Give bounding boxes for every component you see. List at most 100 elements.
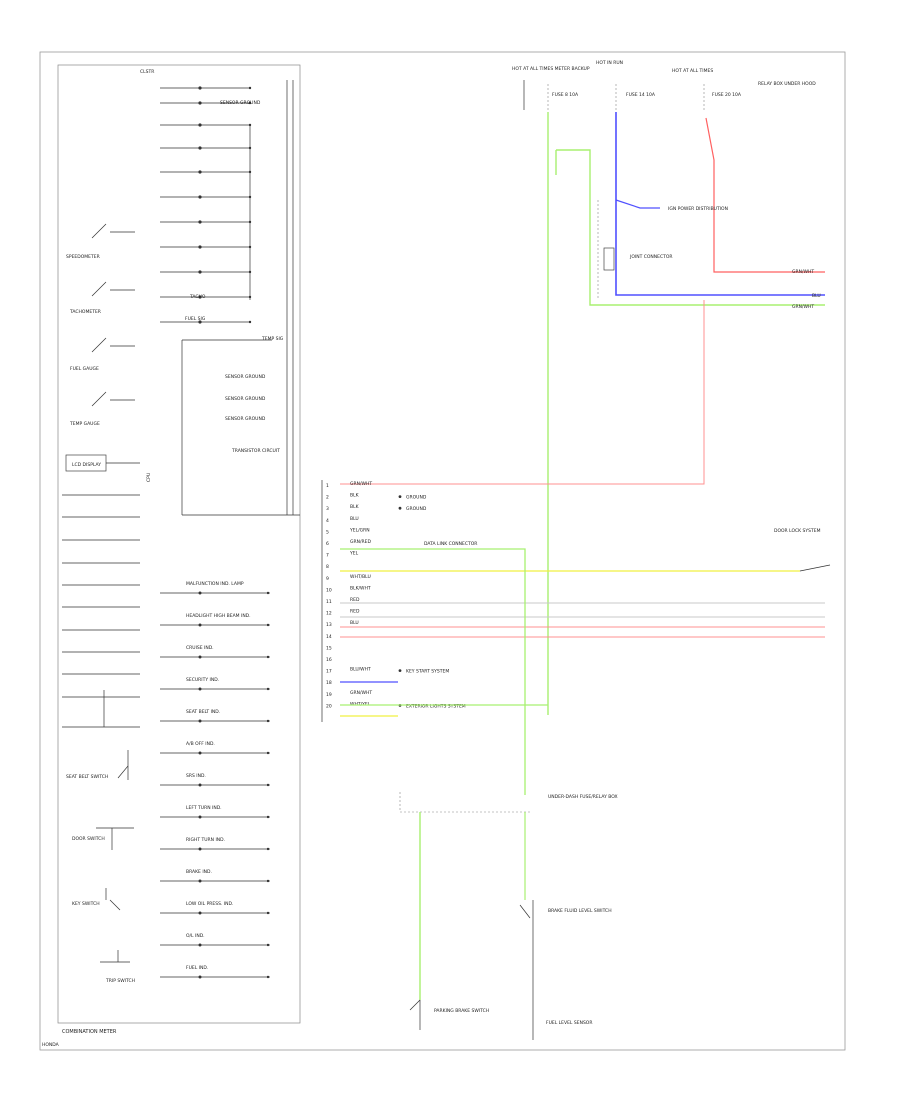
pin-wire-color: GRN/WHT bbox=[350, 690, 372, 696]
meter-rows-upper bbox=[160, 86, 252, 324]
connector-pin: 16 bbox=[326, 657, 332, 663]
pin-wire-color: BLU bbox=[350, 516, 359, 522]
lower-circuit bbox=[399, 792, 534, 1040]
pin-number: 16 bbox=[326, 657, 332, 663]
wire-tag: FUEL SIG bbox=[185, 316, 206, 322]
fuse-label-3: HOT AT ALL TIMES bbox=[672, 68, 713, 74]
meter-row bbox=[160, 320, 252, 324]
meter-row bbox=[160, 220, 252, 224]
fuse-label-1: HOT AT ALL TIMES METER BACKUP bbox=[512, 66, 590, 72]
gauge-fuel: FUEL GAUGE bbox=[70, 337, 135, 372]
top-right-wires bbox=[340, 112, 825, 715]
svg-text:TEMP GAUGE: TEMP GAUGE bbox=[69, 421, 100, 427]
meter-row bbox=[160, 86, 252, 90]
meter-row bbox=[160, 146, 252, 150]
wire-tag: SENSOR GROUND bbox=[225, 374, 266, 380]
pin-number: 9 bbox=[326, 576, 329, 582]
indicator-label: MALFUNCTION IND. LAMP bbox=[186, 581, 244, 587]
pin-wire-color: WHT/BLU bbox=[350, 574, 371, 580]
indicator-label: LEFT TURN IND. bbox=[186, 805, 222, 811]
indicator-label: LOW OIL PRESS. IND. bbox=[186, 901, 233, 907]
indicator-row: A/B OFF IND. bbox=[160, 741, 270, 755]
component-underdash-box: UNDER-DASH FUSE/RELAY BOX bbox=[548, 794, 618, 800]
component-fuel-sensor: FUEL LEVEL SENSOR bbox=[546, 1020, 592, 1026]
fuse-value-2: FUSE 14 10A bbox=[626, 92, 656, 98]
right-label-2: BLU bbox=[812, 293, 821, 299]
pin-destination: EXTERIOR LIGHTS SYSTEM bbox=[406, 703, 466, 709]
pin-number: 12 bbox=[326, 611, 332, 617]
pin-wire-color: BLK bbox=[350, 493, 360, 499]
indicator-row: LOW OIL PRESS. IND. bbox=[160, 901, 270, 915]
indicator-label: A/B OFF IND. bbox=[186, 741, 215, 747]
indicator-label: RIGHT TURN IND. bbox=[186, 837, 225, 843]
indicator-row: CRUISE IND. bbox=[160, 645, 270, 659]
svg-text:TRIP SWITCH: TRIP SWITCH bbox=[105, 978, 135, 984]
svg-text:SEAT BELT SWITCH: SEAT BELT SWITCH bbox=[66, 774, 108, 780]
pin-number: 8 bbox=[326, 564, 329, 570]
pin-wire-color: YEL/GRN bbox=[349, 527, 370, 533]
pin-number: 7 bbox=[326, 553, 329, 559]
wire-tag: SENSOR GROUND bbox=[220, 100, 261, 106]
pin-number: 19 bbox=[326, 692, 332, 698]
wire-tag: SENSOR GROUND bbox=[225, 416, 266, 422]
connector-pin: 3 BLK GROUND bbox=[326, 504, 427, 512]
left-pin-lines bbox=[62, 494, 140, 728]
indicator-row: SECURITY IND. bbox=[160, 677, 270, 691]
pin-wire-color: BLU bbox=[350, 620, 359, 626]
pin-number: 11 bbox=[326, 599, 332, 605]
pin-number: 10 bbox=[326, 587, 332, 593]
pin-wire-color: YEL bbox=[349, 551, 359, 557]
fuse-label-2: HOT IN RUN bbox=[596, 60, 623, 66]
svg-text:DOOR SWITCH: DOOR SWITCH bbox=[72, 836, 105, 842]
seat-belt-switch: SEAT BELT SWITCH bbox=[66, 750, 129, 780]
meter-row bbox=[160, 101, 252, 105]
indicator-label: SRS IND. bbox=[186, 773, 206, 779]
meter-indicators: MALFUNCTION IND. LAMP HEADLIGHT HIGH BEAM… bbox=[160, 581, 270, 979]
indicator-row: LEFT TURN IND. bbox=[160, 805, 270, 819]
gauge-temp: TEMP GAUGE bbox=[69, 391, 135, 427]
wire-tag: SENSOR GROUND bbox=[225, 396, 266, 402]
indicator-row: FUEL IND. bbox=[160, 965, 270, 979]
pin-destination: GROUND bbox=[406, 506, 427, 512]
indicator-row: MALFUNCTION IND. LAMP bbox=[160, 581, 270, 595]
component-joint-connector: JOINT CONNECTOR bbox=[629, 254, 673, 260]
indicator-label: CRUISE IND. bbox=[186, 645, 214, 651]
gauge-tachometer: TACHOMETER bbox=[69, 281, 135, 315]
pin-number: 3 bbox=[326, 506, 329, 512]
pin-wire-color: BLK bbox=[350, 504, 360, 510]
pin-number: 4 bbox=[326, 518, 329, 524]
bus-lines bbox=[340, 548, 825, 795]
combination-meter-box bbox=[57, 64, 301, 1024]
indicator-row: SRS IND. bbox=[160, 773, 270, 787]
diagram-frame bbox=[39, 51, 846, 1051]
indicator-row: RIGHT TURN IND. bbox=[160, 837, 270, 851]
svg-text:KEY SWITCH: KEY SWITCH bbox=[72, 901, 100, 907]
indicator-label: SEAT BELT IND. bbox=[186, 709, 220, 715]
indicator-label: BRAKE IND. bbox=[186, 869, 212, 875]
meter-row bbox=[160, 195, 252, 199]
cpu-label: CPU bbox=[146, 473, 152, 482]
svg-text:LCD DISPLAY: LCD DISPLAY bbox=[72, 462, 101, 468]
fuse-value-1: FUSE 8 10A bbox=[552, 92, 579, 98]
component-ign-power: IGN POWER DISTRIBUTION bbox=[668, 206, 728, 212]
meter-row bbox=[160, 295, 252, 299]
component-parking-brake: PARKING BRAKE SWITCH bbox=[434, 1008, 489, 1014]
trip-switch: TRIP SWITCH bbox=[100, 950, 135, 984]
indicator-label: HEADLIGHT HIGH BEAM IND. bbox=[186, 613, 251, 619]
wire-tag: TRANSISTOR CIRCUIT bbox=[231, 448, 280, 454]
svg-text:SPEEDOMETER: SPEEDOMETER bbox=[66, 254, 100, 260]
meter-row bbox=[160, 123, 252, 127]
svg-text:TACHOMETER: TACHOMETER bbox=[69, 309, 101, 315]
indicator-label: O/L IND. bbox=[186, 933, 205, 939]
component-brake-fluid: BRAKE FLUID LEVEL SWITCH bbox=[548, 908, 612, 914]
